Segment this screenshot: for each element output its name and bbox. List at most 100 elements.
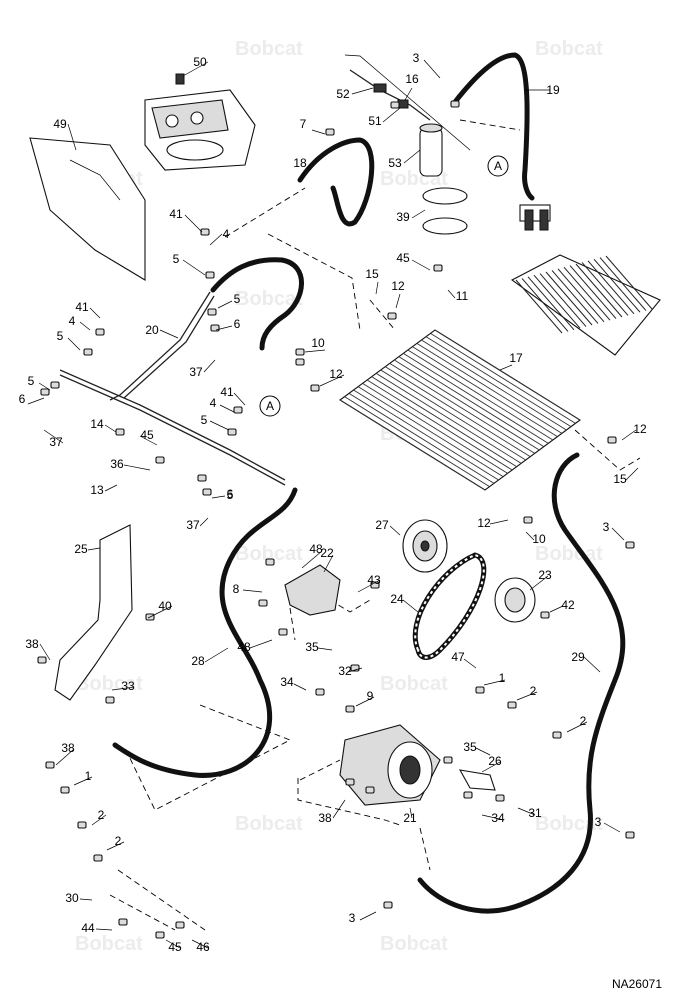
callout-3: 3 bbox=[413, 51, 420, 65]
leader-line bbox=[402, 599, 419, 613]
leader-line bbox=[191, 939, 209, 949]
condenser-fin bbox=[344, 396, 490, 488]
callout-42: 42 bbox=[561, 598, 575, 612]
leader-line bbox=[355, 696, 375, 707]
hardware-fitting bbox=[507, 701, 517, 709]
callout-30: 30 bbox=[65, 891, 79, 905]
leader-line bbox=[409, 807, 413, 819]
leader-line bbox=[55, 748, 75, 766]
callout-53: 53 bbox=[388, 156, 402, 170]
hardware-fitting bbox=[315, 688, 325, 696]
callout-41: 41 bbox=[220, 385, 234, 399]
evaporator-core bbox=[510, 204, 661, 356]
leader-line bbox=[483, 679, 506, 686]
leader-line bbox=[73, 776, 93, 786]
evaporator-fin bbox=[569, 265, 617, 319]
callout-3: 3 bbox=[349, 911, 356, 925]
hardware-fitting bbox=[227, 428, 237, 436]
callout-45: 45 bbox=[396, 251, 410, 265]
leader-line bbox=[219, 404, 235, 413]
mount-bracket-22 bbox=[284, 564, 341, 616]
callout-11: 11 bbox=[456, 289, 469, 303]
hardware-fitting bbox=[383, 901, 393, 909]
condenser-fin bbox=[430, 332, 576, 424]
callout-29: 29 bbox=[571, 650, 585, 664]
callout-13: 13 bbox=[90, 483, 104, 497]
callout-leader-lines bbox=[27, 59, 639, 949]
leader-line bbox=[182, 259, 206, 276]
leader-line bbox=[233, 392, 246, 406]
evaporator-fin bbox=[605, 255, 653, 310]
leader-line bbox=[549, 605, 564, 613]
leader-line bbox=[489, 519, 509, 525]
receiver-drier-53 bbox=[419, 123, 468, 235]
callout-38: 38 bbox=[25, 637, 39, 651]
hardware-fitting bbox=[433, 264, 443, 272]
belt-24 bbox=[412, 552, 487, 660]
hardware-fitting bbox=[387, 312, 397, 320]
hardware-fitting bbox=[50, 381, 60, 389]
leader-line bbox=[359, 911, 377, 921]
callout-46: 46 bbox=[196, 940, 210, 954]
hardware-fitting bbox=[310, 384, 320, 392]
callout-37: 37 bbox=[49, 435, 63, 449]
callout-5: 5 bbox=[57, 329, 64, 343]
hardware-fitting bbox=[105, 696, 115, 704]
leader-line bbox=[204, 647, 229, 663]
callout-2: 2 bbox=[115, 834, 122, 848]
leader-line bbox=[215, 325, 233, 331]
watermark-text: Bobcat bbox=[235, 543, 303, 565]
callout-4: 4 bbox=[69, 314, 76, 328]
leader-line bbox=[182, 61, 209, 77]
leader-line bbox=[301, 550, 323, 569]
callout-33: 33 bbox=[121, 679, 135, 693]
condenser-fin bbox=[348, 392, 495, 484]
callout-19: 19 bbox=[546, 83, 560, 97]
leader-line bbox=[38, 382, 51, 391]
callout-23: 23 bbox=[538, 568, 552, 582]
callout-38: 38 bbox=[61, 741, 75, 755]
callout-37: 37 bbox=[186, 518, 200, 532]
callout-41: 41 bbox=[75, 300, 89, 314]
hardware-fitting bbox=[450, 100, 460, 108]
hardware-fitting bbox=[540, 611, 550, 619]
condenser-fin bbox=[403, 352, 549, 444]
condenser-fin bbox=[357, 386, 504, 478]
condenser-fin bbox=[421, 339, 567, 431]
evaporator-fin bbox=[563, 266, 611, 321]
callout-45: 45 bbox=[140, 428, 154, 442]
leader-line bbox=[447, 289, 456, 299]
hardware-fitting bbox=[607, 436, 617, 444]
callout-44: 44 bbox=[81, 921, 95, 935]
leader-line bbox=[404, 87, 413, 101]
leader-line bbox=[139, 435, 158, 446]
callout-37: 37 bbox=[189, 365, 203, 379]
callout-38: 38 bbox=[318, 811, 332, 825]
leader-line bbox=[242, 589, 263, 593]
callout-17: 17 bbox=[509, 351, 523, 365]
callout-52: 52 bbox=[336, 87, 350, 101]
callout-4: 4 bbox=[210, 396, 217, 410]
leader-line bbox=[382, 107, 401, 123]
callout-3: 3 bbox=[595, 815, 602, 829]
leader-line bbox=[525, 531, 535, 541]
condenser-fin bbox=[416, 342, 563, 434]
hardware-fitting bbox=[93, 854, 103, 862]
hardware-fitting bbox=[463, 791, 473, 799]
callout-43: 43 bbox=[367, 573, 381, 587]
evaporator-fin bbox=[587, 260, 635, 315]
leader-line bbox=[104, 484, 118, 492]
callout-10: 10 bbox=[311, 336, 325, 350]
hardware-fitting bbox=[175, 921, 185, 929]
condenser-fin bbox=[425, 336, 572, 428]
leader-line bbox=[481, 761, 501, 773]
watermark-text: Bobcat bbox=[235, 38, 303, 60]
callout-15: 15 bbox=[613, 472, 627, 486]
leader-line bbox=[104, 424, 117, 433]
pulley-23 bbox=[494, 577, 536, 623]
hardware-fitting bbox=[258, 599, 268, 607]
callout-21: 21 bbox=[403, 811, 417, 825]
evaporator-fin bbox=[515, 279, 563, 334]
